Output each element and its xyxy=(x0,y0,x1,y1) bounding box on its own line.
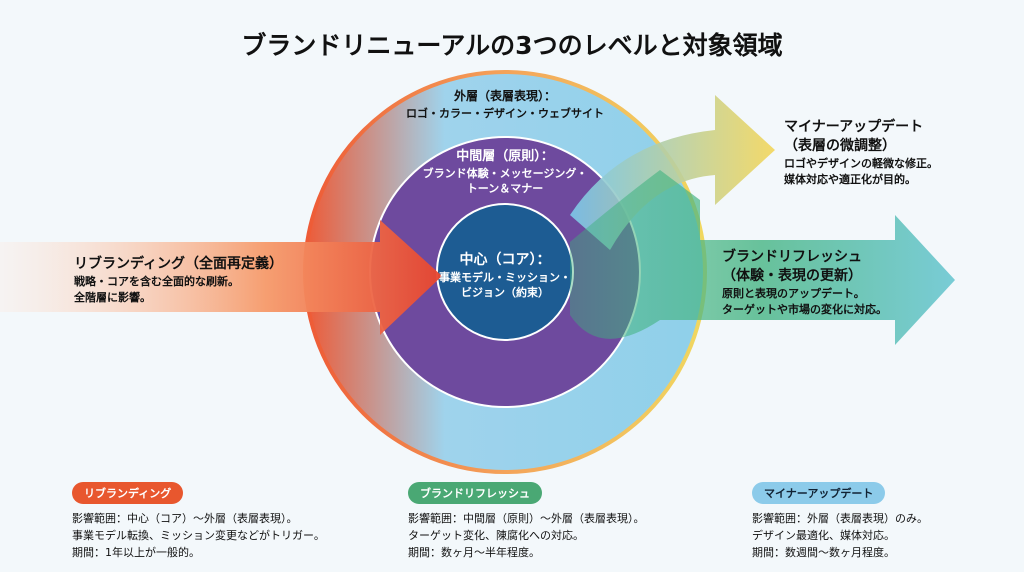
middle-layer-title: 中間層（原則）： xyxy=(456,149,554,164)
refresh-desc: 原則と表現のアップデート。 xyxy=(722,287,865,300)
refresh-desc: ターゲットや市場の変化に対応。 xyxy=(722,303,887,316)
note-line: 影響範囲：中心（コア）〜外層（表層表現）。 xyxy=(72,512,298,525)
middle-layer-desc: ブランド体験・メッセージング・ xyxy=(422,167,588,180)
note-line: 影響範囲：外層（表層表現）のみ。 xyxy=(752,512,928,525)
minor-title: マイナーアップデート xyxy=(784,119,924,135)
rebranding-arrow xyxy=(0,220,442,335)
note-refresh: ブランドリフレッシュ 影響範囲：中間層（原則）〜外層（表層表現）。 ターゲット変… xyxy=(408,482,645,561)
outer-layer-desc: ロゴ・カラー・デザイン・ウェブサイト xyxy=(406,107,604,120)
outer-layer-label: 外層（表層表現）： ロゴ・カラー・デザイン・ウェブサイト xyxy=(405,88,605,122)
note-line: 期間：1年以上が一般的。 xyxy=(72,546,200,559)
outer-layer-title: 外層（表層表現）： xyxy=(453,89,556,103)
note-line: デザイン最適化、媒体対応。 xyxy=(752,529,895,542)
refresh-arrow xyxy=(570,170,955,345)
middle-layer-desc: トーン＆マナー xyxy=(466,182,544,195)
note-line: 期間：数ヶ月〜半年程度。 xyxy=(408,546,540,559)
note-line: 影響範囲：中間層（原則）〜外層（表層表現）。 xyxy=(408,512,645,525)
badge-minor-update: マイナーアップデート xyxy=(752,482,886,504)
note-line: ターゲット変化、陳腐化への対応。 xyxy=(408,529,584,542)
core-title: 中心（コア）： xyxy=(459,252,551,268)
core-label: 中心（コア）： 事業モデル・ミッション・ ビジョン（約束） xyxy=(430,250,580,300)
minor-update-label: マイナーアップデート （表層の微調整） ロゴやデザインの軽微な修正。 媒体対応や… xyxy=(784,118,938,188)
note-line: 期間：数週間〜数ヶ月程度。 xyxy=(752,546,895,559)
refresh-label: ブランドリフレッシュ （体験・表現の更新） 原則と表現のアップデート。 ターゲッ… xyxy=(722,248,887,318)
note-minor-update: マイナーアップデート 影響範囲：外層（表層表現）のみ。 デザイン最適化、媒体対応… xyxy=(752,482,928,561)
badge-rebranding: リブランディング xyxy=(72,482,184,504)
rebranding-title: リブランディング（全面再定義） xyxy=(74,256,284,272)
rebranding-desc: 戦略・コアを含む全面的な刷新。 xyxy=(74,275,239,288)
core-desc: 事業モデル・ミッション・ xyxy=(439,271,571,284)
refresh-subtitle: （体験・表現の更新） xyxy=(722,268,862,284)
note-rebranding: リブランディング 影響範囲：中心（コア）〜外層（表層表現）。 事業モデル転換、ミ… xyxy=(72,482,325,561)
middle-layer-label: 中間層（原則）： ブランド体験・メッセージング・ トーン＆マナー xyxy=(405,148,605,196)
minor-desc: ロゴやデザインの軽微な修正。 xyxy=(784,157,938,170)
badge-refresh: ブランドリフレッシュ xyxy=(408,482,542,504)
minor-subtitle: （表層の微調整） xyxy=(784,138,896,154)
core-desc: ビジョン（約束） xyxy=(461,286,549,299)
rebranding-desc: 全階層に影響。 xyxy=(74,291,151,304)
rebranding-label: リブランディング（全面再定義） 戦略・コアを含む全面的な刷新。 全階層に影響。 xyxy=(74,255,283,306)
minor-desc: 媒体対応や適正化が目的。 xyxy=(784,173,916,186)
page-title: ブランドリニューアルの3つのレベルと対象領域 xyxy=(241,31,783,60)
refresh-title: ブランドリフレッシュ xyxy=(722,249,862,265)
note-line: 事業モデル転換、ミッション変更などがトリガー。 xyxy=(72,529,325,542)
